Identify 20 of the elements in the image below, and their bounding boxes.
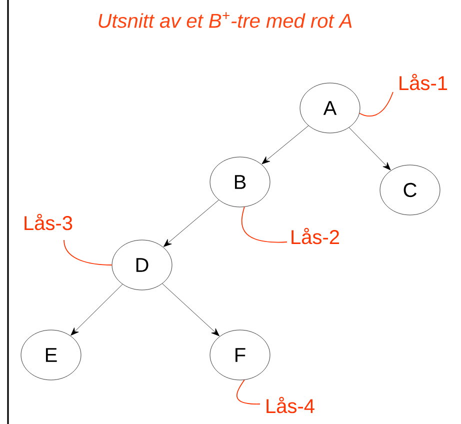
tree-node: C [380,164,440,216]
arrow [70,284,123,336]
leader-line [64,240,112,266]
tree-node: D [112,240,172,290]
leader-line [359,92,394,116]
tree-node: F [210,330,270,380]
lock-label: Lås-2 [292,228,339,244]
title: Utsnitt av et B$^{+}$-tre med rot A [98,12,352,28]
arrow [162,283,220,336]
lock-label: Lås-3 [24,214,72,230]
tree-node: E [20,330,82,380]
arrow [262,125,309,164]
leader-line [241,206,288,243]
tree-node: B [210,156,270,208]
leader-line [236,379,260,404]
lock-label: Lås-1 [400,74,448,90]
arrow [163,200,219,247]
tree-node: A [300,82,360,134]
lock-label: Lås-4 [266,396,314,414]
arrow [348,127,391,170]
